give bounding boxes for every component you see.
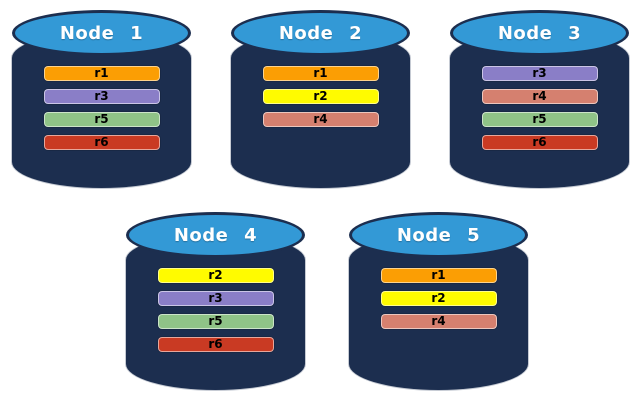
replica-bar: r1 bbox=[43, 66, 160, 81]
replica-label: r2 bbox=[208, 268, 223, 282]
replica-bar-list: r1 r3 r5 r6 bbox=[12, 66, 191, 158]
replica-label: r2 bbox=[313, 89, 328, 103]
replica-label: r5 bbox=[532, 112, 547, 126]
cylinder-top-ellipse: Node 2 bbox=[231, 10, 410, 56]
replica-label: r3 bbox=[532, 66, 547, 80]
replica-bar: r2 bbox=[380, 291, 497, 306]
replica-label: r4 bbox=[532, 89, 547, 103]
replica-bar: r4 bbox=[262, 112, 379, 127]
node-title: Node 3 bbox=[497, 22, 582, 44]
cylinder-top-ellipse: Node 1 bbox=[12, 10, 191, 56]
replica-bar: r5 bbox=[157, 314, 274, 329]
replica-label: r3 bbox=[94, 89, 109, 103]
db-node-cylinder: Node 3 r3 r4 r5 r6 bbox=[450, 10, 629, 188]
cylinder-body-shape bbox=[349, 234, 528, 390]
replica-label: r3 bbox=[208, 291, 223, 305]
db-node-cylinder: Node 5 r1 r2 r4 bbox=[349, 212, 528, 390]
replica-label: r6 bbox=[94, 135, 109, 149]
db-node-cylinder: Node 4 r2 r3 r5 r6 bbox=[126, 212, 305, 390]
db-node-cylinder: Node 2 r1 r2 r4 bbox=[231, 10, 410, 188]
replica-bar: r4 bbox=[481, 89, 598, 104]
replica-bar-list: r3 r4 r5 r6 bbox=[450, 66, 629, 158]
cylinder-body-shape bbox=[450, 32, 629, 188]
db-node-cylinder: Node 1 r1 r3 r5 r6 bbox=[12, 10, 191, 188]
replica-label: r6 bbox=[532, 135, 547, 149]
replica-bar: r3 bbox=[481, 66, 598, 81]
replica-label: r4 bbox=[431, 314, 446, 328]
node-title: Node 2 bbox=[278, 22, 363, 44]
node-row-bottom: Node 4 r2 r3 r5 r6 Node 5 r1 r2 r4 bbox=[126, 212, 528, 390]
replica-bar: r6 bbox=[157, 337, 274, 352]
replica-bar: r6 bbox=[481, 135, 598, 150]
node-row-top: Node 1 r1 r3 r5 r6 Node 2 r1 r2 r4 Node 3 r3 r4 r5 r6 bbox=[12, 10, 629, 188]
replica-bar: r2 bbox=[262, 89, 379, 104]
replica-bar: r6 bbox=[43, 135, 160, 150]
cylinder-body-shape bbox=[231, 32, 410, 188]
replica-label: r1 bbox=[313, 66, 328, 80]
replica-bar: r1 bbox=[380, 268, 497, 283]
node-title: Node 1 bbox=[59, 22, 144, 44]
cylinder-top-ellipse: Node 4 bbox=[126, 212, 305, 258]
replica-label: r1 bbox=[431, 268, 446, 282]
replica-bar: r5 bbox=[43, 112, 160, 127]
replica-bar: r4 bbox=[380, 314, 497, 329]
replica-bar: r5 bbox=[481, 112, 598, 127]
replica-label: r1 bbox=[94, 66, 109, 80]
replica-label: r4 bbox=[313, 112, 328, 126]
cylinder-body-shape bbox=[12, 32, 191, 188]
replica-label: r6 bbox=[208, 337, 223, 351]
node-title: Node 5 bbox=[396, 224, 481, 246]
replica-bar: r3 bbox=[43, 89, 160, 104]
replica-bar: r2 bbox=[157, 268, 274, 283]
replica-bar-list: r1 r2 r4 bbox=[349, 268, 528, 337]
replica-label: r5 bbox=[208, 314, 223, 328]
replica-bar-list: r2 r3 r5 r6 bbox=[126, 268, 305, 360]
cylinder-top-ellipse: Node 5 bbox=[349, 212, 528, 258]
cylinder-top-ellipse: Node 3 bbox=[450, 10, 629, 56]
replica-bar-list: r1 r2 r4 bbox=[231, 66, 410, 135]
replica-bar: r1 bbox=[262, 66, 379, 81]
replica-bar: r3 bbox=[157, 291, 274, 306]
replica-label: r5 bbox=[94, 112, 109, 126]
node-title: Node 4 bbox=[173, 224, 258, 246]
replica-label: r2 bbox=[431, 291, 446, 305]
cylinder-body-shape bbox=[126, 234, 305, 390]
